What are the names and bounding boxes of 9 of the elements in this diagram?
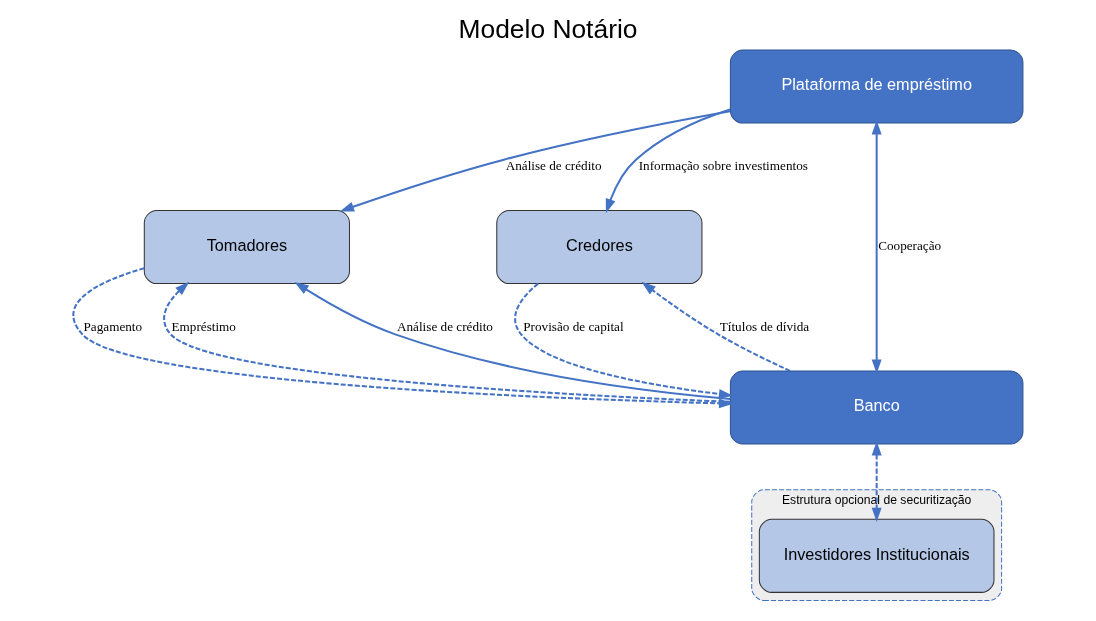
edge-label: Análise de crédito: [505, 158, 602, 174]
edge-label: Títulos de dívida: [719, 318, 810, 334]
edge-label: Cooperação: [878, 238, 942, 254]
edge-label: Empréstimo: [171, 318, 236, 334]
edge-label: Provisão de capital: [523, 318, 624, 334]
edge-label: Informação sobre investimentos: [638, 158, 808, 174]
edge-label: Análise de crédito: [396, 318, 493, 334]
edge-label: Pagamento: [83, 318, 143, 334]
diagram-title: Modelo Notário: [458, 13, 638, 44]
